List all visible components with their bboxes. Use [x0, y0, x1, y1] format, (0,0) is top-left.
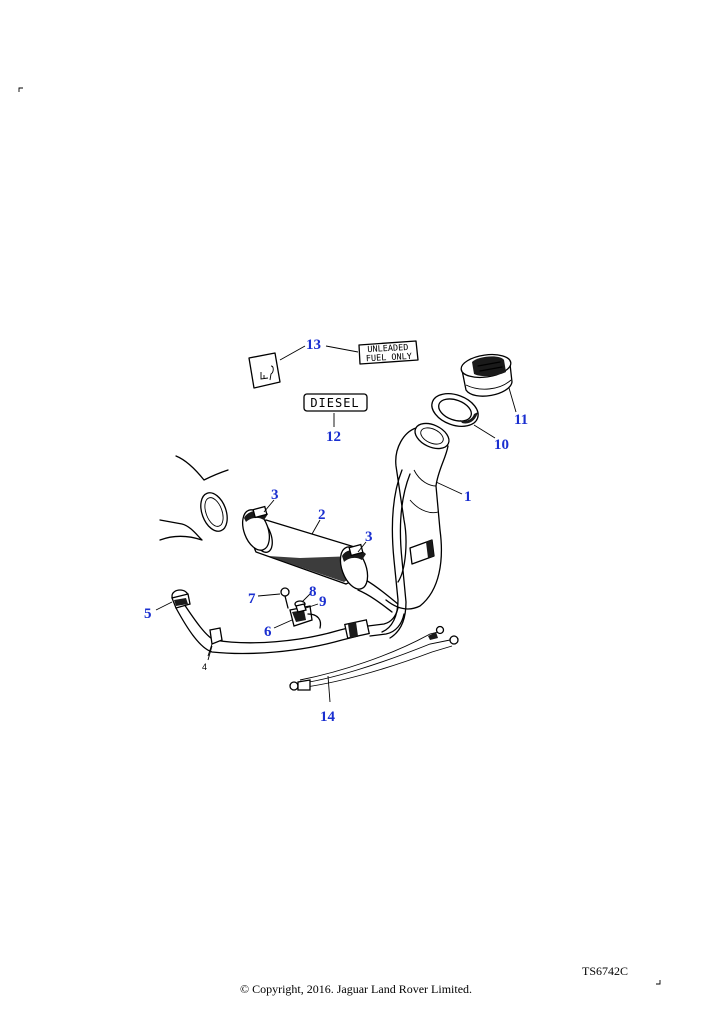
leader-8 [301, 593, 311, 603]
callout-10: 10 [494, 437, 509, 453]
leader-3b [357, 541, 367, 553]
callout-12: 12 [326, 429, 341, 445]
copyright-notice: © Copyright, 2016. Jaguar Land Rover Lim… [239, 982, 473, 996]
part-3-hose-clip-right [339, 543, 369, 590]
diagram-reference-code: TS6742C [582, 964, 629, 978]
leader-10 [473, 424, 496, 439]
corner-mark-bottom-right [656, 980, 661, 985]
leader-1 [435, 481, 463, 495]
callout-1: 1 [464, 489, 472, 505]
part-14-earth-lead [289, 625, 459, 691]
leader-3a [263, 499, 275, 513]
part-10-seal-ring [431, 393, 479, 427]
leader-9 [305, 603, 319, 609]
unleaded-decal-line1: UNLEADED [367, 343, 408, 355]
leader-4 [207, 645, 213, 661]
callout-3-left: 3 [271, 487, 279, 503]
part-6-clamp-bracket [289, 605, 322, 629]
leader-7 [257, 593, 281, 597]
part-13-unleaded-decal: UNLEADED FUEL ONLY [358, 340, 419, 365]
leader-14 [327, 675, 331, 703]
part-3-hose-clip-left [241, 505, 271, 551]
diesel-decal-text: DIESEL [310, 396, 359, 410]
callout-11: 11 [514, 412, 528, 428]
part-9-nut [295, 603, 307, 613]
callout-3-right: 3 [365, 529, 373, 545]
leader-13 [279, 345, 359, 361]
part-13-info-label [248, 352, 281, 389]
callout-2: 2 [318, 507, 326, 523]
leader-5 [155, 601, 173, 611]
part-5-elbow-connector [171, 589, 191, 609]
leader-2 [311, 519, 321, 535]
part-4-breather-hose [175, 603, 405, 657]
callout-13: 13 [306, 337, 321, 353]
callout-6: 6 [264, 624, 272, 640]
part-11-filler-cap [460, 353, 513, 397]
part-12-diesel-decal: DIESEL [303, 393, 368, 412]
callout-8: 8 [309, 584, 317, 600]
callout-7: 7 [248, 591, 256, 607]
callout-9: 9 [319, 594, 327, 610]
fuel-tank-outline [159, 455, 229, 541]
unleaded-decal-line2: FUEL ONLY [366, 352, 413, 364]
corner-mark-top-left [18, 87, 23, 92]
leader-6 [273, 619, 293, 629]
callout-5: 5 [144, 606, 152, 622]
part-7-bolt [280, 587, 290, 609]
leader-11 [508, 387, 517, 413]
callout-14: 14 [320, 709, 336, 725]
callout-4: 4 [202, 662, 207, 672]
